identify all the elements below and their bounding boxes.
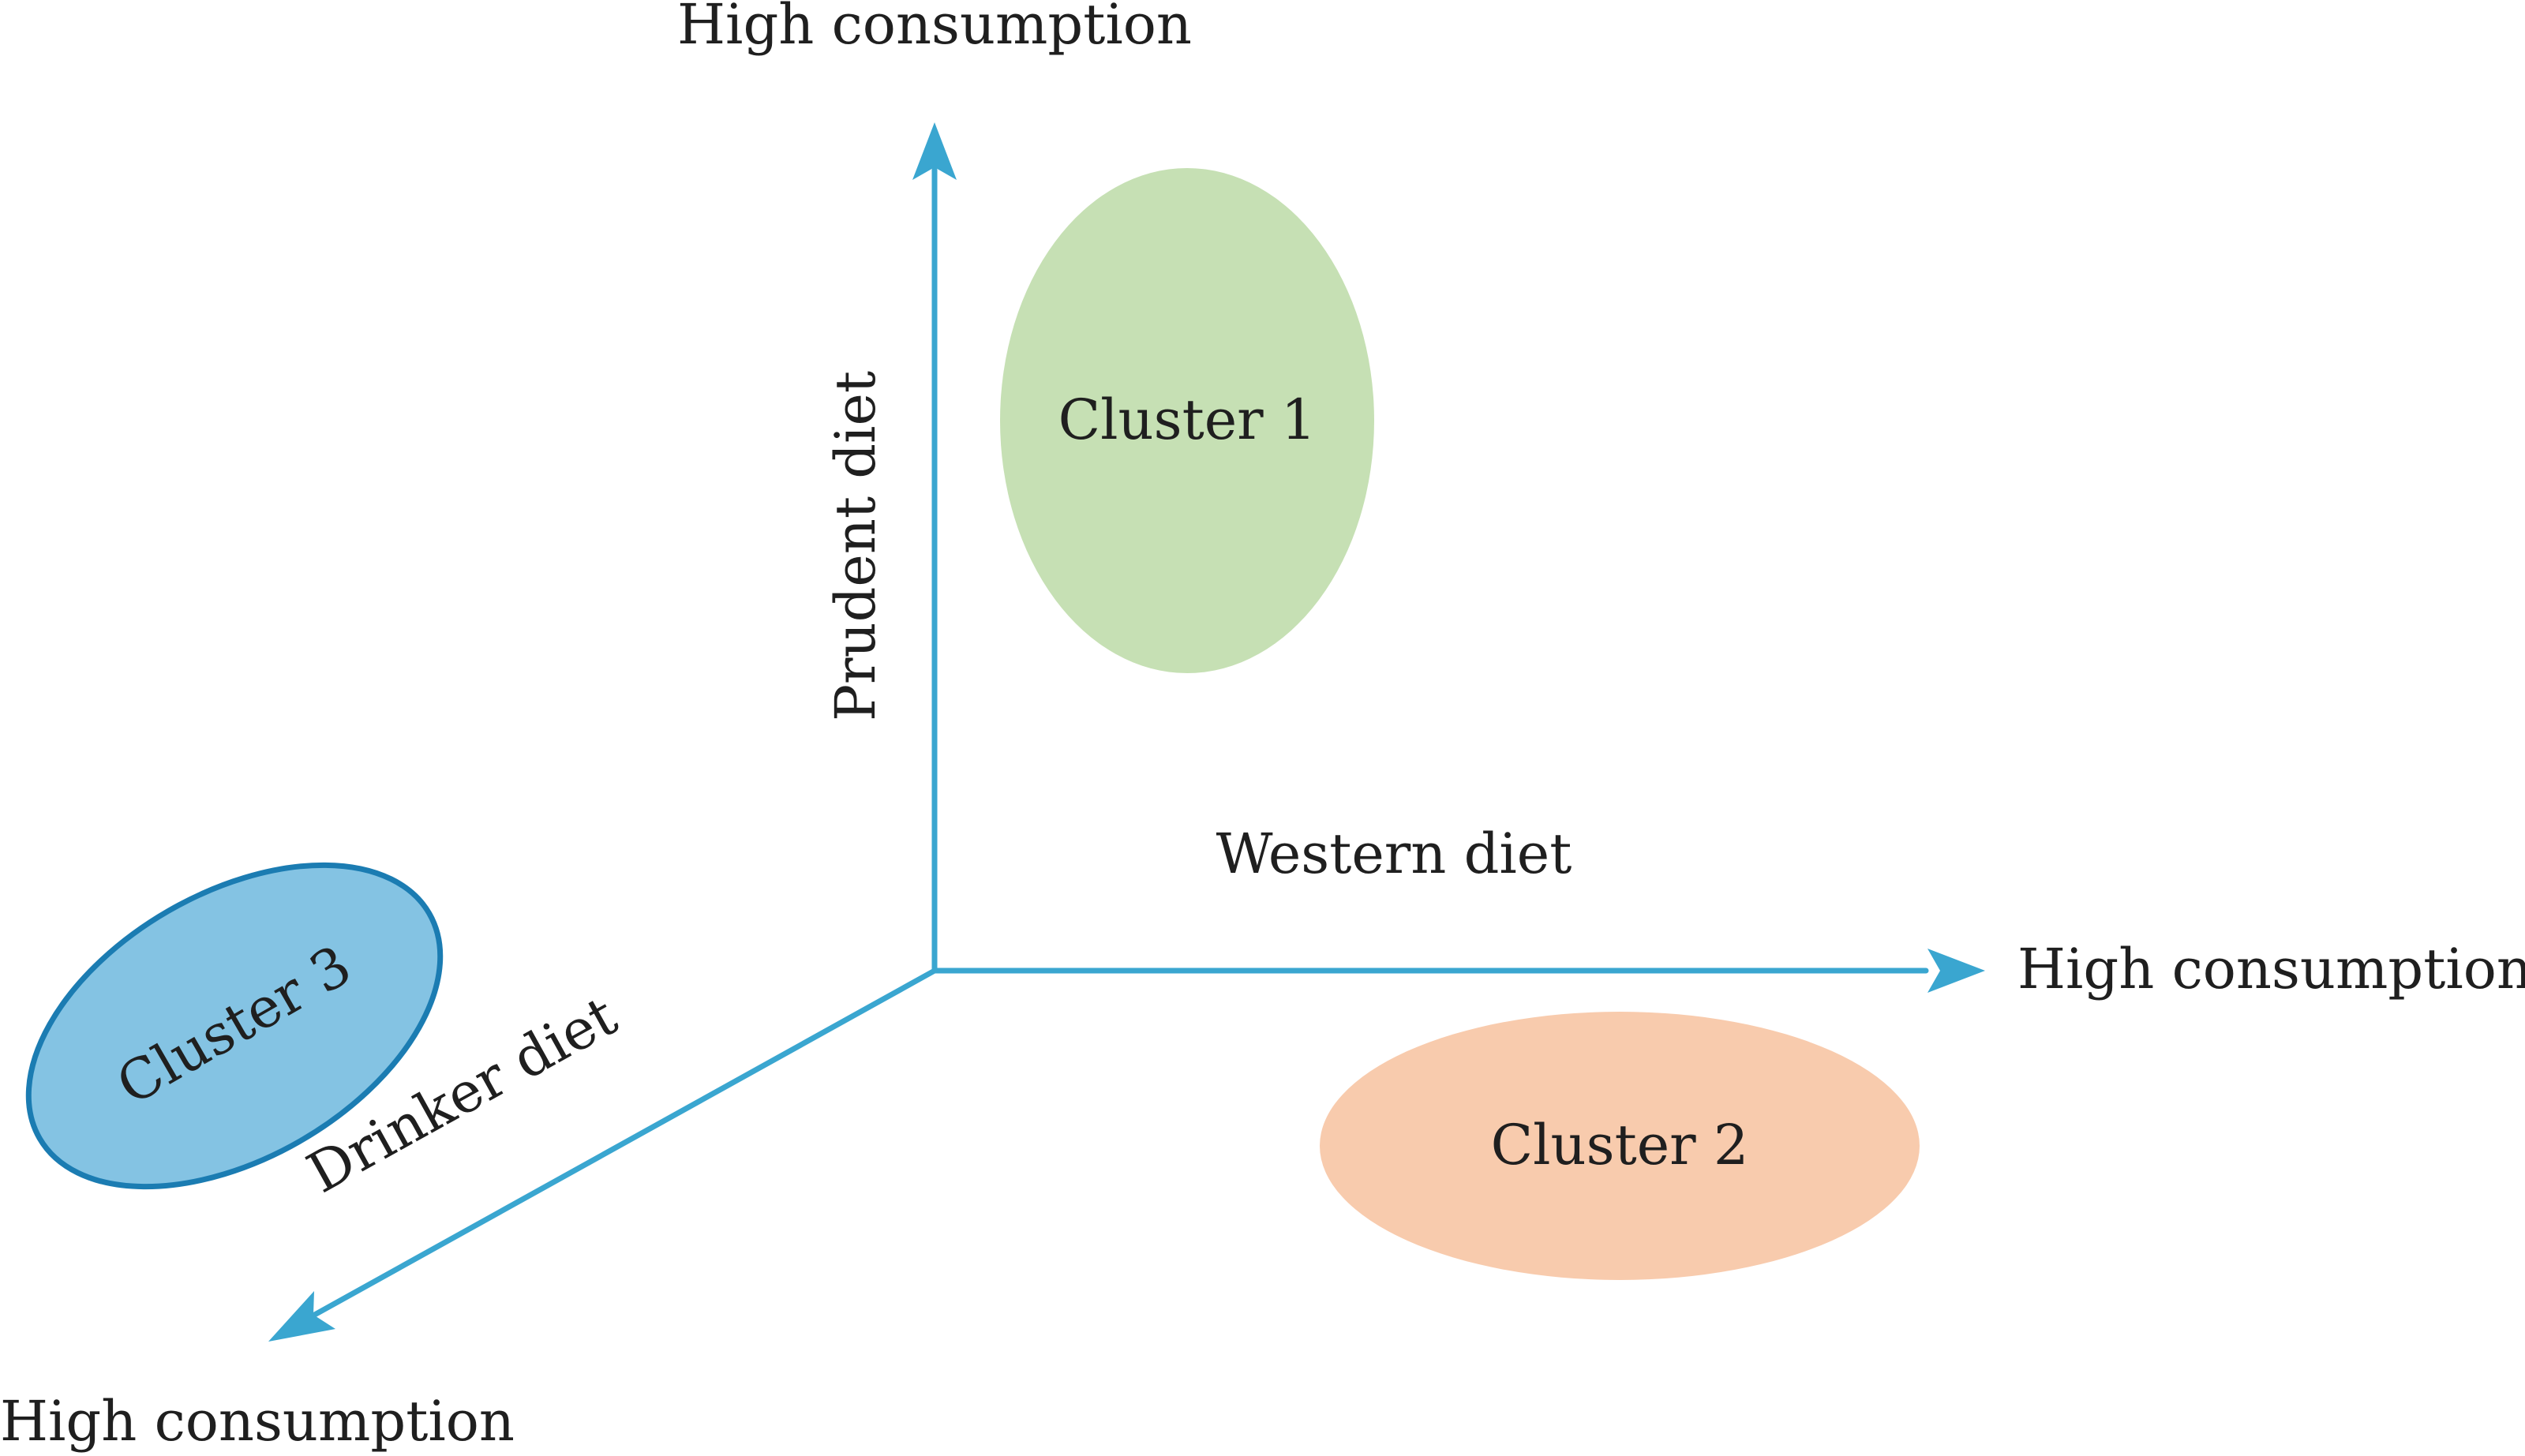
prudent-diet-label: Prudent diet (823, 371, 888, 721)
cluster-1-label: Cluster 1 (1058, 387, 1317, 452)
prudent-axis-arrowhead (912, 122, 957, 180)
drinker-axis-line (309, 968, 938, 1319)
drinker-axis-arrowhead (268, 1291, 335, 1342)
western-axis-arrowhead (1927, 949, 1985, 993)
cluster-2-ellipse (1320, 1012, 1920, 1280)
diagonal-high-consumption-label: High consumption (0, 1389, 515, 1454)
cluster-1-ellipse (1000, 168, 1374, 673)
cluster-3-ellipse (25, 862, 444, 1190)
cluster-3-group: Cluster 3 (25, 862, 444, 1190)
cluster-2-label: Cluster 2 (1491, 1113, 1749, 1177)
vertical-high-consumption-label: High consumption (677, 0, 1192, 57)
western-diet-label: Western diet (1216, 822, 1572, 886)
horizontal-high-consumption-label: High consumption (2017, 937, 2525, 1001)
